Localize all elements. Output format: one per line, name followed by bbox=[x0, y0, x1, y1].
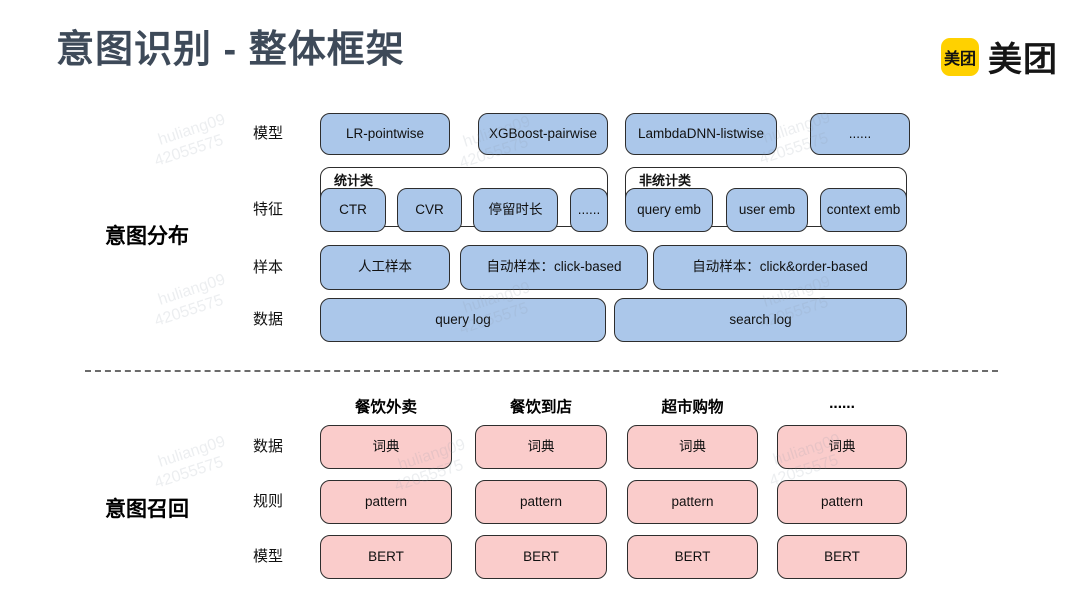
meituan-logo-icon: 美团 bbox=[941, 37, 979, 76]
bert-box: BERT bbox=[627, 535, 758, 579]
row-label-recall-model: 模型 bbox=[253, 548, 284, 565]
meituan-logo: 美团 美团 bbox=[941, 32, 1058, 81]
model-box: ...... bbox=[810, 113, 910, 155]
feature-box: CVR bbox=[397, 188, 462, 232]
section-label-recall: 意图召回 bbox=[105, 498, 189, 521]
feature-group-label: 统计类 bbox=[334, 173, 374, 188]
data-box: query log bbox=[320, 298, 606, 342]
data-box: search log bbox=[614, 298, 907, 342]
row-label-model: 模型 bbox=[253, 125, 284, 142]
meituan-brand-text: 美团 bbox=[988, 41, 1058, 79]
sample-box: 自动样本：click&order-based bbox=[653, 245, 907, 290]
sample-box: 人工样本 bbox=[320, 245, 450, 290]
recall-column-header: 餐饮外卖 bbox=[354, 399, 417, 416]
bert-box: BERT bbox=[475, 535, 607, 579]
model-box: LR-pointwise bbox=[320, 113, 450, 155]
dict-box: 词典 bbox=[320, 425, 452, 469]
feature-box: 停留时长 bbox=[473, 188, 558, 232]
feature-box: context emb bbox=[820, 188, 907, 232]
feature-box: query emb bbox=[625, 188, 713, 232]
bert-box: BERT bbox=[777, 535, 907, 579]
pattern-box: pattern bbox=[627, 480, 758, 524]
row-label-recall-rule: 规则 bbox=[253, 493, 284, 510]
feature-box: user emb bbox=[726, 188, 808, 232]
recall-column-header: 超市购物 bbox=[661, 399, 724, 416]
model-box: LambdaDNN-listwise bbox=[625, 113, 777, 155]
feature-group-label: 非统计类 bbox=[639, 173, 692, 188]
meituan-badge-text: 美团 bbox=[943, 50, 976, 68]
bert-box: BERT bbox=[320, 535, 452, 579]
dict-box: 词典 bbox=[777, 425, 907, 469]
dict-box: 词典 bbox=[475, 425, 607, 469]
section-divider bbox=[85, 370, 998, 372]
pattern-box: pattern bbox=[475, 480, 607, 524]
recall-column-header: ...... bbox=[829, 395, 855, 412]
row-label-feature: 特征 bbox=[253, 201, 284, 218]
feature-box: ...... bbox=[570, 188, 608, 232]
page-title: 意图识别 - 整体框架 bbox=[56, 29, 405, 71]
dict-box: 词典 bbox=[627, 425, 758, 469]
recall-column-header: 餐饮到店 bbox=[509, 399, 572, 416]
model-box: XGBoost-pairwise bbox=[478, 113, 608, 155]
pattern-box: pattern bbox=[777, 480, 907, 524]
sample-box: 自动样本：click-based bbox=[460, 245, 648, 290]
row-label-recall-data: 数据 bbox=[253, 438, 284, 455]
section-label-distribution: 意图分布 bbox=[105, 225, 189, 248]
feature-box: CTR bbox=[320, 188, 386, 232]
row-label-sample: 样本 bbox=[253, 259, 284, 276]
pattern-box: pattern bbox=[320, 480, 452, 524]
row-label-data: 数据 bbox=[253, 311, 284, 328]
